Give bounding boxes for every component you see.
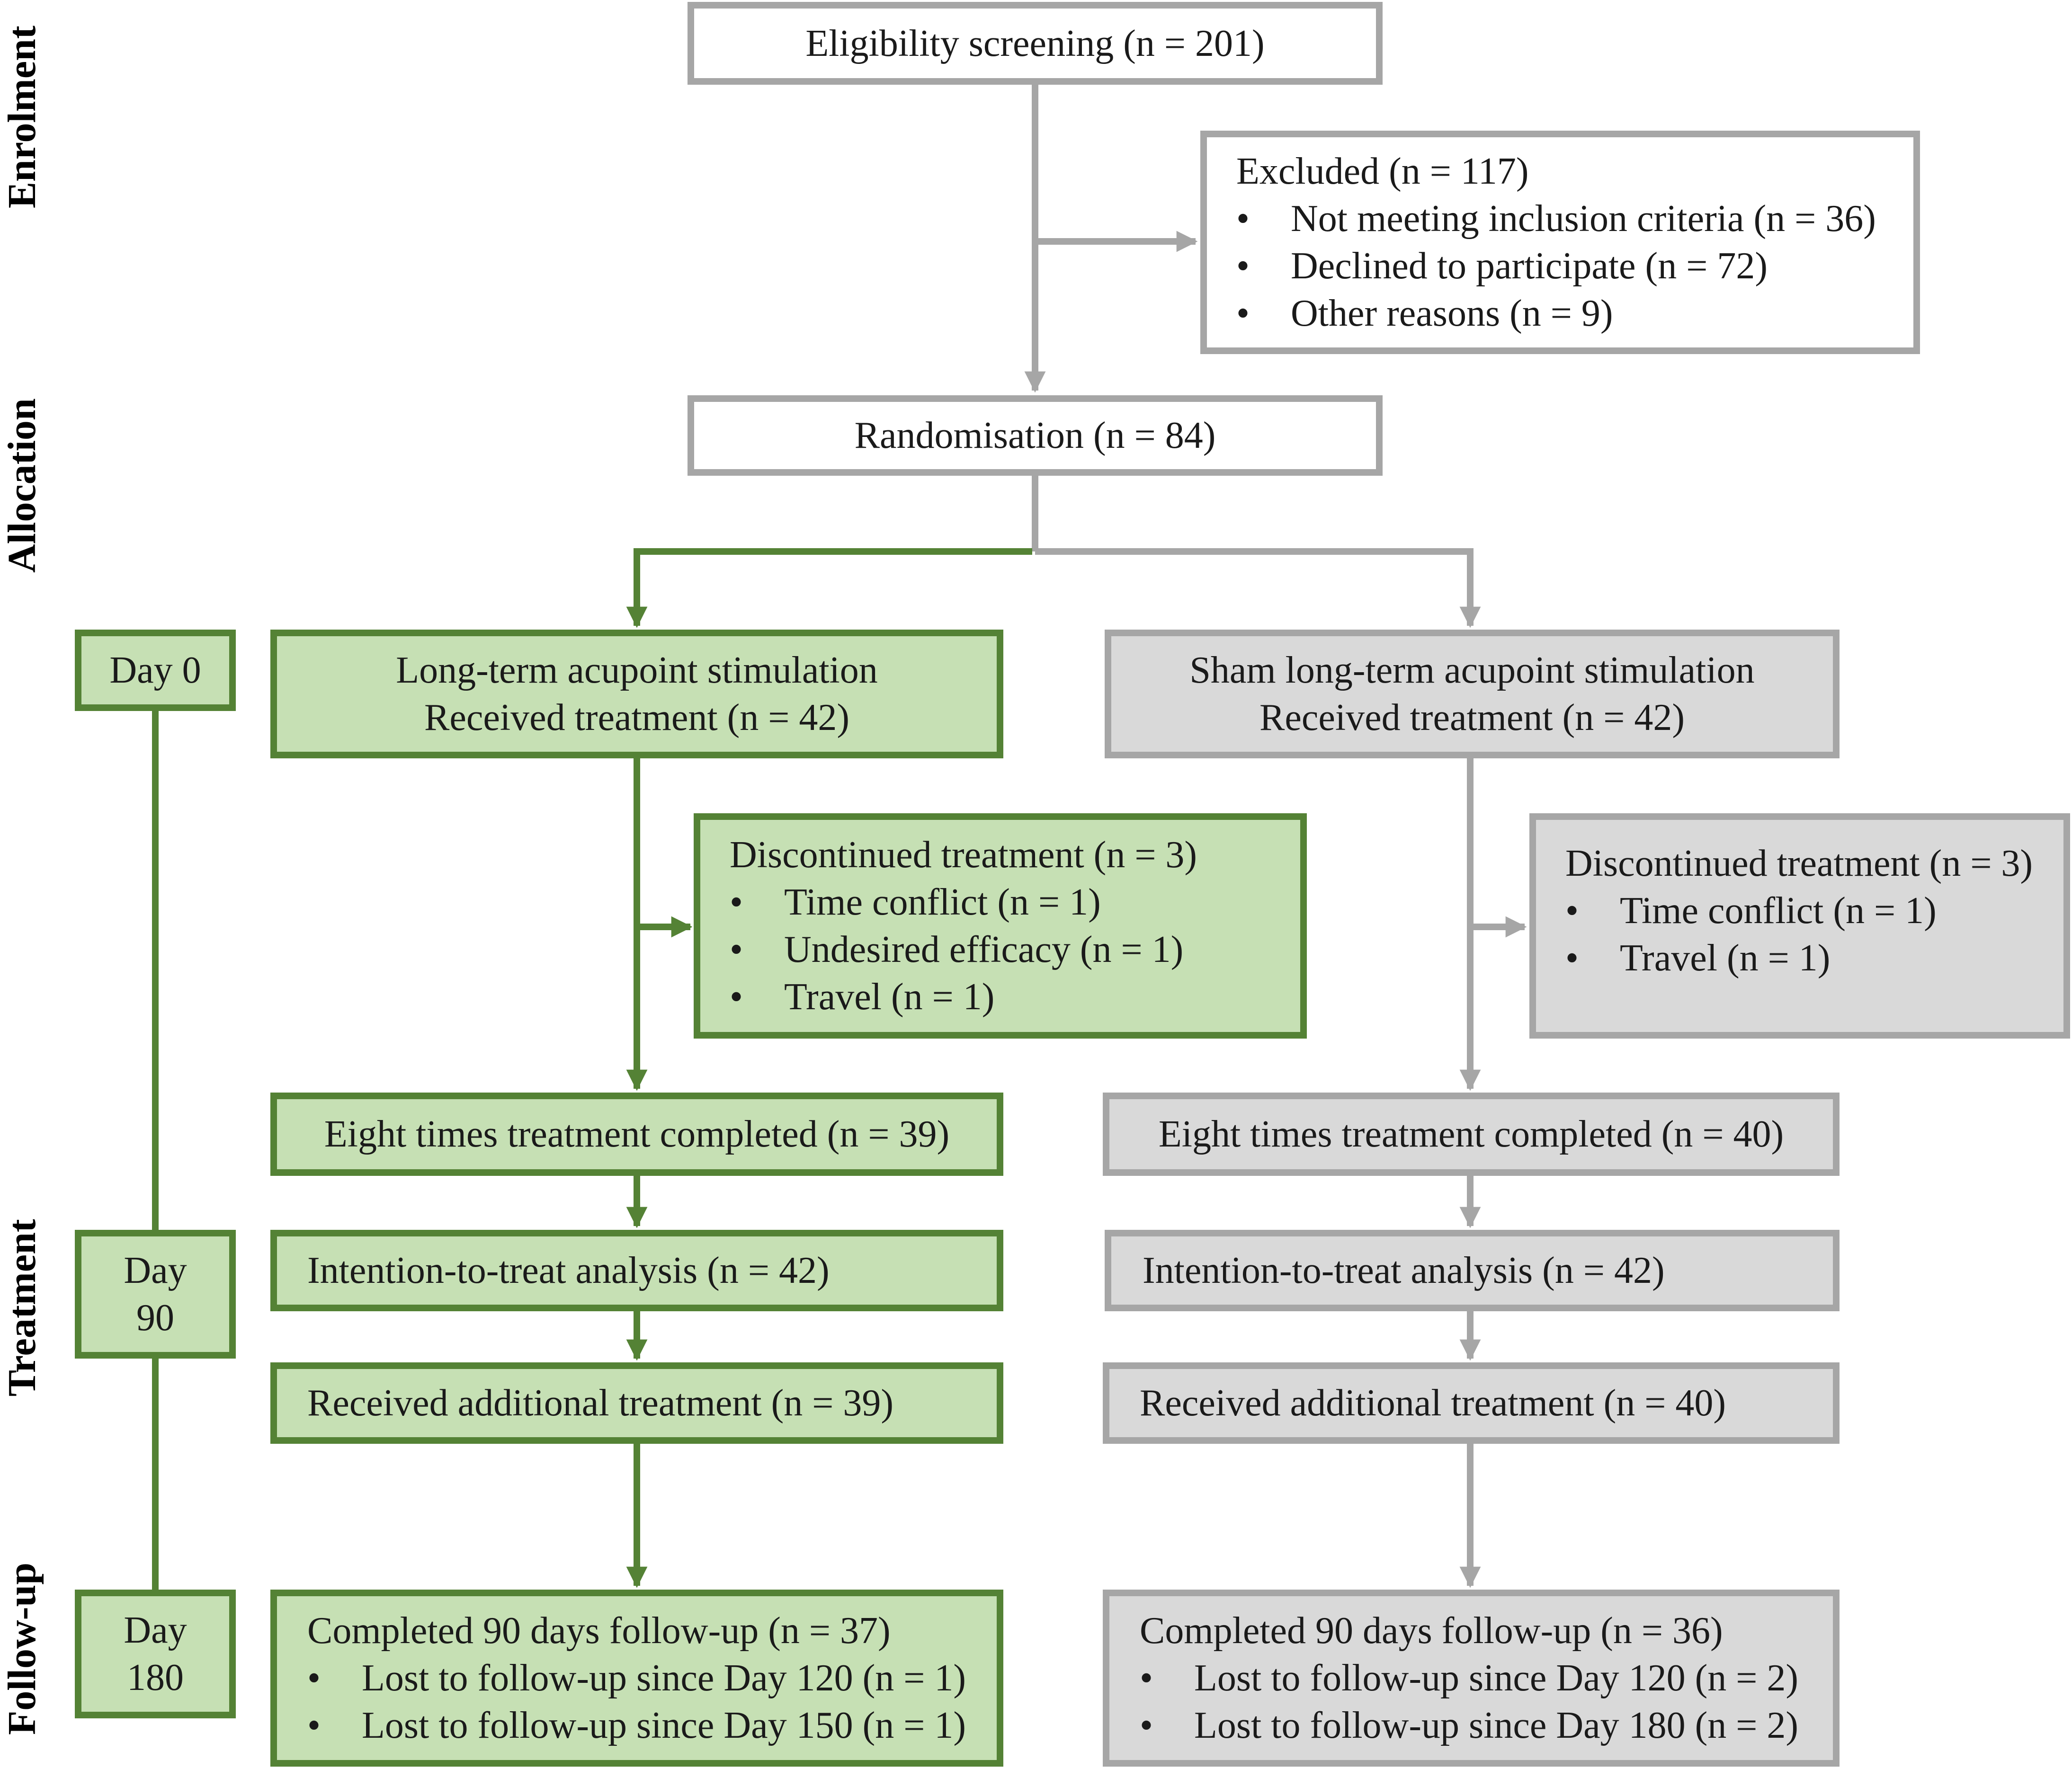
day-0-label: Day 0 [109,649,201,691]
active-followup-item: •Lost to follow-up since Day 120 (n = 1) [307,1657,966,1699]
sham-additional-box: Received additional treatment (n = 40) [1103,1362,1840,1444]
excluded-item: •Declined to participate (n = 72) [1236,245,1768,287]
arrow-to-active-arm [626,548,1032,628]
sham-completed-text: Eight times treatment completed (n = 40) [1158,1113,1784,1155]
randomisation-box: Randomisation (n = 84) [688,395,1383,476]
sham-followup-title: Completed 90 days follow-up (n = 36) [1140,1610,1723,1652]
sham-discontinued-item: •Travel (n = 1) [1565,937,1831,979]
randomisation-text: Randomisation (n = 84) [854,415,1216,456]
sham-additional-text: Received additional treatment (n = 40) [1140,1382,1726,1424]
sham-arm-box: Sham long-term acupoint stimulation Rece… [1105,630,1840,758]
screening-box: Eligibility screening (n = 201) [688,2,1383,85]
sham-discontinued-title: Discontinued treatment (n = 3) [1565,843,2033,884]
active-additional-text: Received additional treatment (n = 39) [307,1382,894,1424]
active-discontinued-item: •Time conflict (n = 1) [730,881,1101,923]
active-arm-line2: Received treatment (n = 42) [424,697,850,738]
excluded-item: •Other reasons (n = 9) [1236,293,1613,334]
arrow-to-sham-arm [1035,548,1481,628]
sham-completed-box: Eight times treatment completed (n = 40) [1103,1093,1840,1176]
active-followup-title: Completed 90 days follow-up (n = 37) [307,1610,891,1652]
sham-itt-text: Intention-to-treat analysis (n = 42) [1143,1250,1665,1291]
active-arm-box: Long-term acupoint stimulation Received … [270,630,1003,758]
active-discontinued-item: •Undesired efficacy (n = 1) [730,929,1184,970]
sham-discontinued-box: Discontinued treatment (n = 3) •Time con… [1529,813,2070,1039]
active-discontinued-box: Discontinued treatment (n = 3) •Time con… [694,813,1307,1039]
sham-arm-line1: Sham long-term acupoint stimulation [1189,649,1755,691]
day-90-label-line1: Day [124,1250,187,1291]
active-arm-line1: Long-term acupoint stimulation [396,649,878,691]
sham-arm-line2: Received treatment (n = 42) [1259,697,1685,738]
day-0-box: Day 0 [75,630,236,711]
active-completed-text: Eight times treatment completed (n = 39) [324,1113,950,1155]
stage-label-enrolment: Enrolment [0,26,44,208]
sham-followup-item: •Lost to follow-up since Day 180 (n = 2) [1140,1705,1799,1746]
excluded-item: •Not meeting inclusion criteria (n = 36) [1236,198,1876,240]
excluded-box: Excluded (n = 117) •Not meeting inclusio… [1200,131,1920,354]
day-180-label-line1: Day [124,1609,187,1651]
active-completed-box: Eight times treatment completed (n = 39) [270,1093,1003,1176]
sham-itt-box: Intention-to-treat analysis (n = 42) [1105,1230,1840,1311]
active-discontinued-title: Discontinued treatment (n = 3) [730,834,1197,876]
stage-label-treatment: Treatment [0,1219,44,1396]
day-180-label-line2: 180 [127,1657,184,1698]
stage-label-allocation: Allocation [0,398,44,573]
sham-followup-item: •Lost to follow-up since Day 120 (n = 2) [1140,1657,1799,1699]
day-180-box: Day 180 [75,1590,236,1718]
sham-discontinued-item: •Time conflict (n = 1) [1565,890,1937,932]
stage-label-followup: Follow-up [0,1562,44,1735]
active-followup-box: Completed 90 days follow-up (n = 37) •Lo… [270,1590,1003,1767]
active-additional-box: Received additional treatment (n = 39) [270,1362,1003,1444]
day-90-label-line2: 90 [136,1297,174,1339]
active-itt-box: Intention-to-treat analysis (n = 42) [270,1230,1003,1311]
sham-followup-box: Completed 90 days follow-up (n = 36) •Lo… [1103,1590,1840,1767]
active-itt-text: Intention-to-treat analysis (n = 42) [307,1250,830,1291]
active-discontinued-item: •Travel (n = 1) [730,976,995,1018]
day-90-box: Day 90 [75,1230,236,1359]
screening-text: Eligibility screening (n = 201) [805,22,1265,64]
active-followup-item: •Lost to follow-up since Day 150 (n = 1) [307,1705,966,1746]
excluded-title: Excluded (n = 117) [1236,151,1529,192]
